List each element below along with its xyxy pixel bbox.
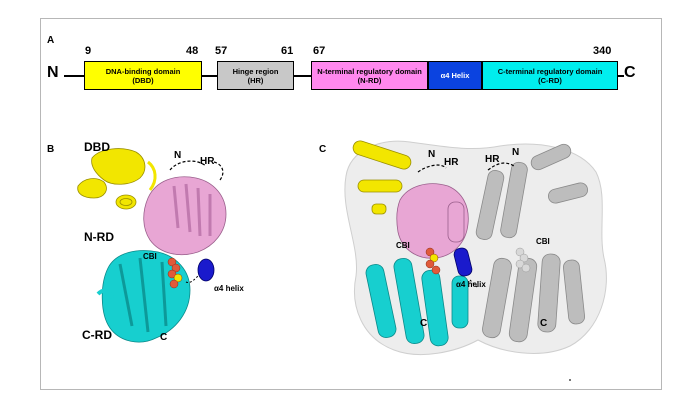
helix-pointer xyxy=(185,275,199,283)
figure-frame xyxy=(40,18,662,390)
hinge-dashed-line xyxy=(169,160,207,171)
label-crd: C-RD xyxy=(82,328,112,342)
cbi-ligand xyxy=(167,257,183,289)
domain-a4-helix-name: α4 Helix xyxy=(440,71,470,80)
label-n-c-right: N xyxy=(512,147,520,158)
domain-hinge-name: Hinge region xyxy=(232,66,279,76)
residue-48: 48 xyxy=(186,45,199,57)
domain-crd: C-terminal regulatory domain (C-RD) xyxy=(482,61,618,90)
domain-nrd: N-terminal regulatory domain (N-RD) xyxy=(311,61,428,90)
hinge-dashed-line-2 xyxy=(213,161,224,181)
label-c-b: C xyxy=(160,332,168,343)
residue-340: 340 xyxy=(593,45,612,57)
stray-mark xyxy=(569,379,571,381)
label-dbd: DBD xyxy=(84,140,110,154)
label-a4-helix-b: α4 helix xyxy=(214,284,244,293)
nrd-cartoon xyxy=(143,176,227,256)
residue-67: 67 xyxy=(313,45,326,57)
dbd-cartoon xyxy=(77,148,157,210)
label-nrd: N-RD xyxy=(84,230,114,244)
domain-crd-abbr: (C-RD) xyxy=(538,75,562,85)
panel-b-structure xyxy=(77,148,227,343)
hinge-dashed-right xyxy=(487,162,515,171)
a4-helix-cartoon xyxy=(197,258,215,282)
domain-dbd-abbr: (DBD) xyxy=(132,75,154,85)
domain-hinge-abbr: (HR) xyxy=(247,75,264,85)
helix-pointer-c xyxy=(469,279,479,289)
domain-a4-helix: α4 Helix xyxy=(428,61,482,90)
domain-nrd-name: N-terminal regulatory domain xyxy=(317,66,422,76)
crd-cartoon-left xyxy=(365,257,469,347)
domain-dbd-name: DNA-binding domain xyxy=(105,66,181,76)
label-a4-helix-c: α4 helix xyxy=(456,280,486,289)
cbi-ligand-left xyxy=(425,247,441,275)
label-hr-b: HR xyxy=(200,156,215,167)
label-cbi-c-left: CBI xyxy=(396,241,410,250)
panel-a-label: A xyxy=(47,35,55,46)
residue-61: 61 xyxy=(281,45,294,57)
label-hr-c-right: HR xyxy=(485,154,500,165)
label-cbi-b: CBI xyxy=(143,252,157,261)
residue-9: 9 xyxy=(85,45,92,57)
residue-57: 57 xyxy=(215,45,228,57)
label-cbi-c-right: CBI xyxy=(536,237,550,246)
panel-b-label: B xyxy=(47,144,55,155)
label-n-c-left: N xyxy=(428,149,436,160)
domain-hinge: Hinge region (HR) xyxy=(217,61,294,90)
hinge-dashed-left xyxy=(417,164,447,173)
dbd-cartoon-left xyxy=(352,140,412,215)
n-terminus-label: N xyxy=(47,64,59,81)
panel-c-structure xyxy=(344,140,607,356)
a4-helix-cartoon-left xyxy=(453,247,473,277)
label-c-c-right: C xyxy=(540,318,548,329)
label-c-c-left: C xyxy=(420,318,428,329)
right-monomer-cartoon xyxy=(475,143,589,343)
domain-nrd-abbr: (N-RD) xyxy=(357,75,382,85)
panel-c-label: C xyxy=(319,144,327,155)
domain-dbd: DNA-binding domain (DBD) xyxy=(84,61,202,90)
label-n-b: N xyxy=(174,150,182,161)
nrd-cartoon-left xyxy=(396,183,469,259)
c-terminus-label: C xyxy=(624,64,636,81)
label-hr-c-left: HR xyxy=(444,157,459,168)
cbi-ligand-right xyxy=(515,247,531,273)
domain-crd-name: C-terminal regulatory domain xyxy=(497,66,603,76)
